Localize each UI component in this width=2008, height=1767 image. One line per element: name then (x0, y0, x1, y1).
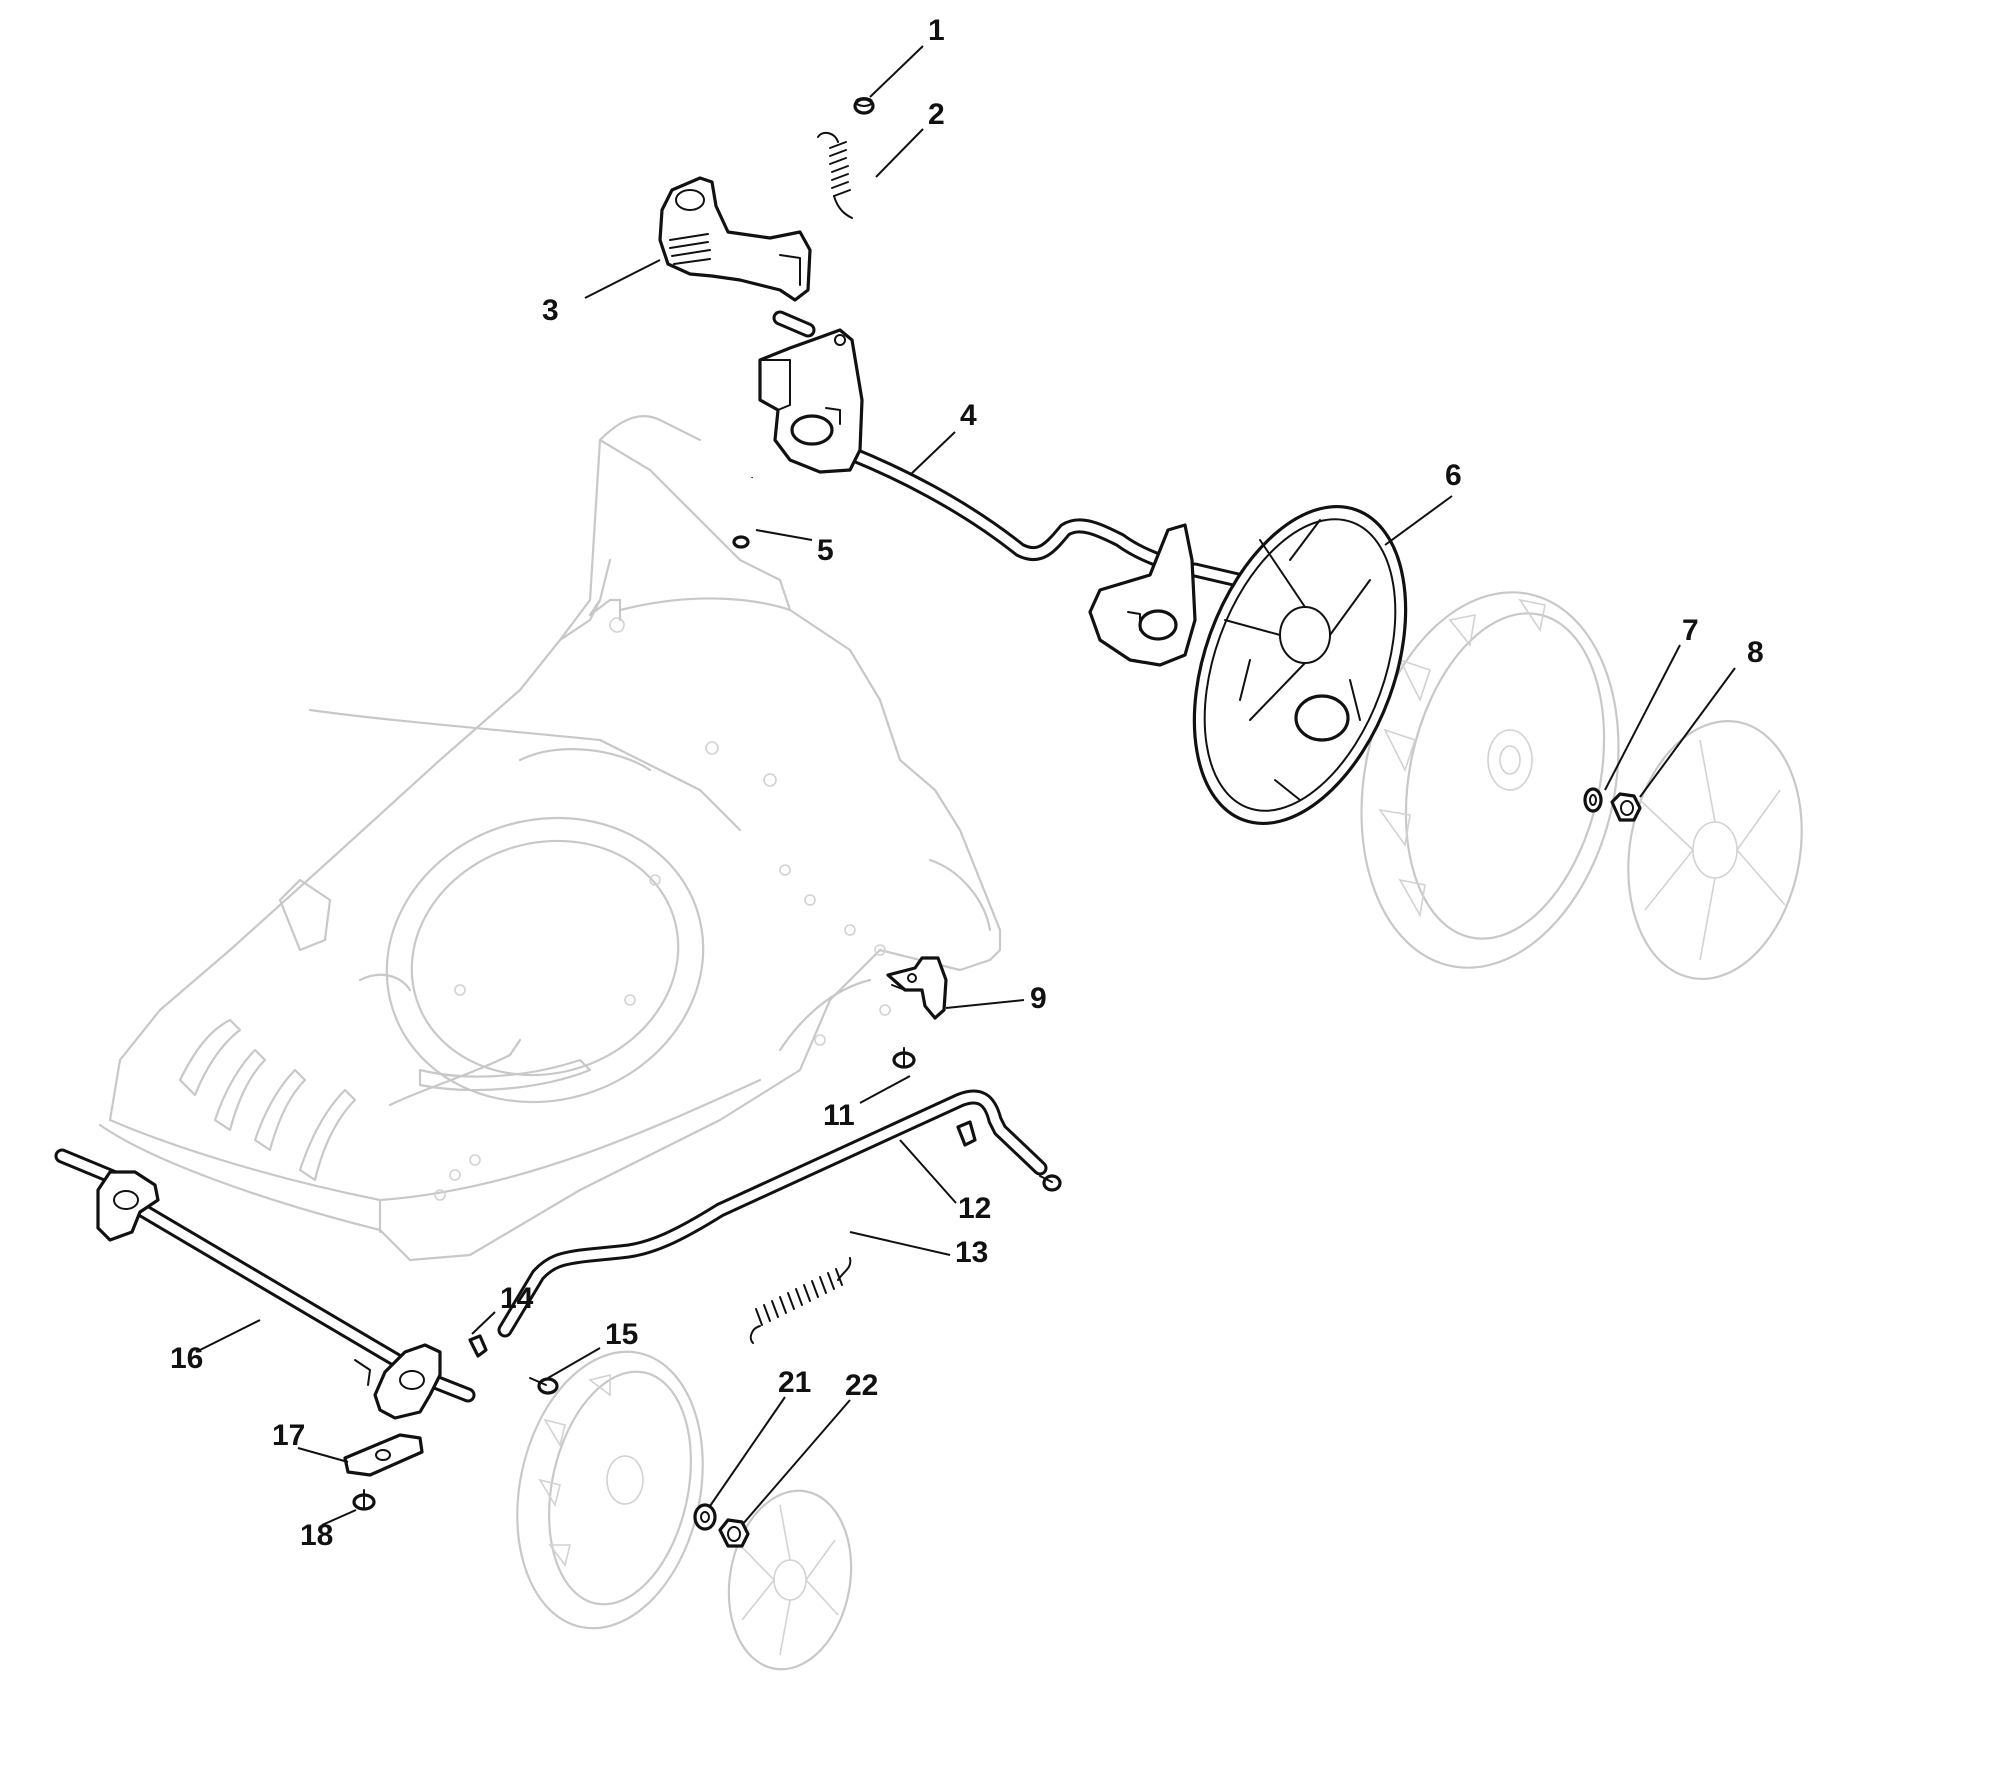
part-washer-front (693, 1503, 717, 1531)
leader-lines (195, 45, 1736, 1526)
callout-9: 13 (955, 1236, 988, 1269)
callout-11: 11 (823, 1099, 855, 1132)
callout-labels: 1 2 3 4 5 6 7 8 9 11 12 13 14 15 16 17 1… (170, 14, 1764, 1552)
part-nut-front (718, 1518, 750, 1548)
callout-17: 1 (928, 14, 945, 47)
callout-22: 8 (1747, 636, 1764, 669)
callout-1: 16 (170, 1342, 203, 1375)
part-spring-large (749, 1257, 852, 1344)
callout-7: 12 (958, 1192, 991, 1225)
part-washer-rear (1583, 787, 1603, 813)
callout-13: 4 (960, 399, 977, 432)
callout-3: 18 (300, 1519, 333, 1552)
callout-18: 6 (1445, 459, 1462, 492)
part-cap-nut (853, 97, 875, 115)
callout-14: 5 (817, 534, 834, 567)
part-lever-handle (658, 176, 812, 302)
part-nut-rear (1610, 792, 1642, 822)
part-wheel-disc (1192, 504, 1408, 826)
part-clip (468, 1334, 488, 1358)
mower-deck-ghost (98, 415, 1002, 1262)
part-screw-right (1039, 1174, 1062, 1192)
front-wheel-ghost (516, 1350, 704, 1630)
part-screw-11 (892, 1047, 916, 1069)
callout-12: 9 (1030, 982, 1047, 1015)
callout-2: 17 (272, 1419, 305, 1452)
callout-8: 15 (605, 1318, 638, 1351)
part-screw-3 (352, 1489, 376, 1511)
part-clamp-bracket (886, 956, 948, 1020)
part-front-axle (54, 1148, 476, 1420)
callout-6: 14 (500, 1282, 534, 1315)
part-pin (732, 477, 754, 549)
part-height-rod (497, 1089, 1048, 1338)
part-screw-8 (529, 1377, 559, 1395)
part-plate (343, 1433, 424, 1477)
part-spring-small (817, 131, 853, 219)
rear-hubcap-ghost (1627, 720, 1803, 980)
callout-21: 7 (1682, 614, 1699, 647)
front-hubcap-ghost (727, 1489, 853, 1671)
callout-5: 22 (845, 1369, 878, 1402)
callout-15: 3 (542, 294, 559, 327)
callout-4: 21 (778, 1366, 811, 1399)
callout-16: 2 (928, 98, 945, 131)
part-rear-axle (758, 310, 1246, 667)
